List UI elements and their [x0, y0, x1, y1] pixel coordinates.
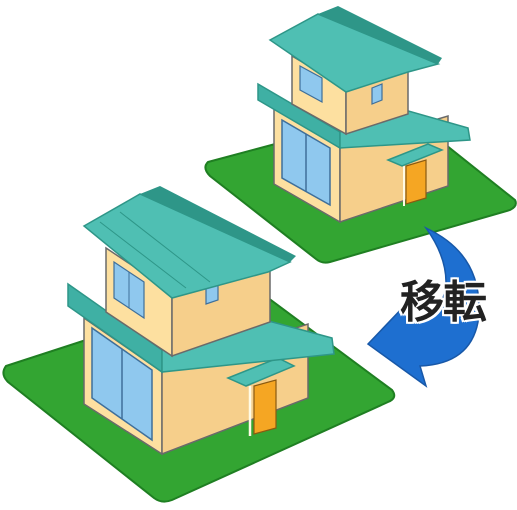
- roof: [268, 13, 441, 93]
- door: [253, 379, 277, 435]
- window: [371, 83, 383, 105]
- house-icon: [2, 186, 396, 503]
- canopy: [386, 143, 444, 167]
- roof: [140, 186, 296, 262]
- roof: [318, 6, 442, 64]
- curved-arrow-icon: [366, 226, 480, 388]
- relocation-label: 移転: [400, 277, 487, 328]
- canopy: [226, 357, 296, 387]
- window: [299, 64, 323, 104]
- roof: [82, 193, 292, 299]
- door: [405, 159, 427, 205]
- house-icon: [204, 6, 517, 264]
